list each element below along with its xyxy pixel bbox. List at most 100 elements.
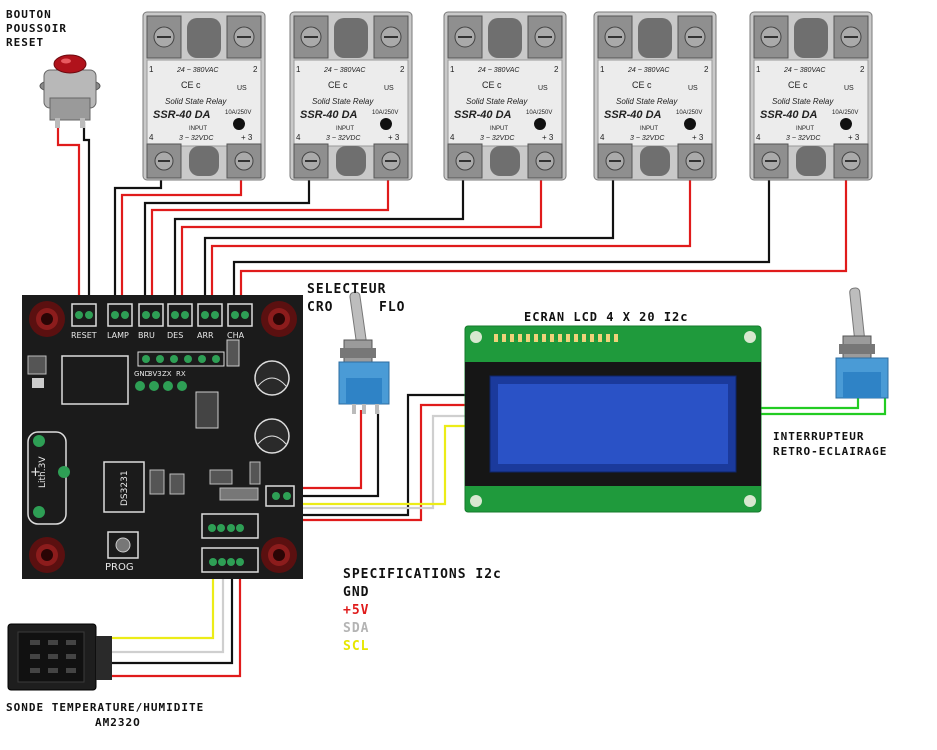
relay-terminal-4: 4 [450,133,455,142]
pcb-output-bru: BRU [138,303,164,340]
specs-gnd: GND [343,585,369,600]
rtc-chip-label: DS3231 [120,470,130,506]
relay-amp: 10A/250V [225,110,251,116]
relay-subtitle: Solid State Relay [312,97,374,106]
relay-cert-us: US [538,85,548,92]
relay-terminal-3: + 3 [542,133,554,142]
backlight-label-2: RETRO-ECLAIRAGE [773,445,887,458]
relay-terminal-4: 4 [149,133,154,142]
header-pin-label: ZX [162,370,172,378]
pcb-rtc-chip: DS3231 [103,461,145,513]
sensor-label-1: SONDE TEMPERATURE/HUMIDITE [6,701,204,714]
specs-5v: +5V [343,603,369,618]
pcb-output-reset: RESET [71,303,97,340]
relay-rating-ac: 24 ~ 380VAC [323,67,366,74]
relay-model: SSR-40 DA [604,109,662,121]
battery-plus: + [30,465,41,480]
pcb-output-label: LAMP [107,331,129,340]
relay-input: INPUT [490,126,508,132]
pcb-output-cha: CHA [227,303,253,340]
battery-label: Lith.3V [38,456,48,488]
relay-input: INPUT [336,126,354,132]
relay-terminal-1: 1 [450,65,455,74]
relay-terminal-2: 2 [400,65,405,74]
relay-model: SSR-40 DA [300,109,358,121]
relay-terminal-3: + 3 [848,133,860,142]
relay-terminal-2: 2 [253,65,258,74]
relay-amp: 10A/250V [372,110,398,116]
relays: 1 24 ~ 380VAC 2 CE c US Solid State RelaySSR-… [142,11,873,181]
pcb-output-label: ARR [197,331,214,340]
relay-terminal-3: + 3 [388,133,400,142]
wire-reset-black [82,122,91,310]
relay-terminal-3: + 3 [692,133,704,142]
relay-model: SSR-40 DA [153,109,211,121]
relay-terminal-1: 1 [756,65,761,74]
reset-label-3: RESET [6,36,44,49]
pcb-output-des: DES [167,303,193,340]
relay-rating-dc: 3 ~ 32VDC [786,135,821,142]
relay-terminal-2: 2 [704,65,709,74]
lcd-title: ECRAN LCD 4 X 20 I2c [524,310,689,324]
relay-amp: 10A/250V [832,110,858,116]
relay-model: SSR-40 DA [454,109,512,121]
wire-r1-red [120,172,243,310]
lcd-module [464,325,762,513]
reset-label-2: POUSSOIR [6,22,67,35]
relay-model: SSR-40 DA [760,109,818,121]
pcb-output-label: CHA [227,331,245,340]
header-pin-label: GND [134,370,150,378]
wire-sensor-black [110,572,234,665]
wire-r4-red [210,167,692,310]
specs-scl: SCL [343,639,369,654]
relay-cert: CE c [181,80,201,90]
wire-sensor-white [110,572,225,654]
wire-r3-red [180,167,543,310]
relay-cert: CE c [482,80,502,90]
pcb-output-label: RESET [71,331,97,340]
wire-r5-red [239,167,848,310]
pcb-output-lamp: LAMP [107,303,133,340]
pcb-output-arr: ARR [197,303,223,340]
relay-rating-ac: 24 ~ 380VAC [783,67,826,74]
selector-pos-flo: FLO [379,300,405,315]
wire-bl-green2 [760,392,887,416]
relay-terminal-4: 4 [600,133,605,142]
wire-r2-black [143,167,311,310]
relay-rating-dc: 3 ~ 32VDC [179,135,214,142]
header-pin-label: RX [176,370,186,378]
mounting-holes [29,301,297,573]
pcb-chip-main [61,355,129,405]
relay-input: INPUT [796,126,814,132]
selector-pos-cro: CRO [307,300,333,315]
wire-r3-black [173,167,465,310]
pcb-battery: Lith.3V + [27,431,70,525]
specs-title: SPECIFICATIONS I2c [343,567,502,582]
wire-sel-black [290,410,380,498]
am2320-sensor [7,623,112,691]
relay-terminal-2: 2 [860,65,865,74]
relay-subtitle: Solid State Relay [616,97,678,106]
relay-amp: 10A/250V [526,110,552,116]
relay-cert-us: US [844,85,854,92]
wire-sensor-yellow [110,572,215,640]
wire-r4-black [203,167,615,310]
relay-rating-dc: 3 ~ 32VDC [480,135,515,142]
backlight-label-1: INTERRUPTEUR [773,430,864,443]
relay-subtitle: Solid State Relay [466,97,528,106]
relay-input: INPUT [189,126,207,132]
sensor-label-2: AM232O [95,716,141,729]
relay-subtitle: Solid State Relay [772,97,834,106]
relay-cert-us: US [237,85,247,92]
wires [56,122,887,678]
reset-pushbutton [39,54,101,128]
